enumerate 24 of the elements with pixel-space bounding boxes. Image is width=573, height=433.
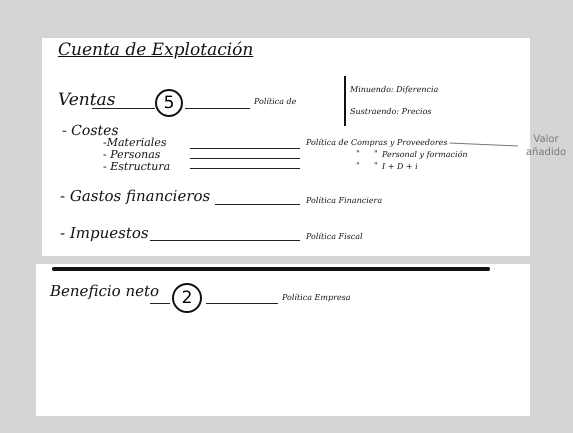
policy-text: I + D + i [382, 163, 418, 171]
policy-text: Política Fiscal [306, 233, 363, 241]
leader-line [449, 142, 518, 146]
ditto-mark: " [356, 150, 360, 158]
policy-text: Política Empresa [282, 294, 351, 302]
policy-text: Personal y formación [382, 151, 468, 159]
side-note: Valor añadido [520, 133, 572, 159]
policy-text: Política de Compras y Proveedores [306, 139, 448, 147]
row-label: - Personas [103, 149, 160, 160]
ditto-mark: " [374, 150, 378, 158]
row-label: -Materiales [103, 137, 166, 148]
row-label: - Estructura [103, 161, 170, 172]
row-label: - Gastos financieros [60, 189, 210, 204]
note-text: Minuendo: Diferencia [350, 86, 438, 94]
row-label: - Costes [62, 124, 119, 138]
row-label: Ventas [58, 92, 116, 109]
diagram-title: Cuenta de Explotación [58, 42, 254, 59]
note-text: Sustraendo: Precios [350, 108, 432, 116]
policy-text: Política Financiera [306, 197, 382, 205]
ditto-mark: " [374, 162, 378, 170]
policy-text: Política de [254, 98, 296, 106]
row-label: - Impuestos [60, 226, 149, 241]
ditto-mark: " [356, 162, 360, 170]
row-label: Beneficio neto [50, 284, 160, 299]
